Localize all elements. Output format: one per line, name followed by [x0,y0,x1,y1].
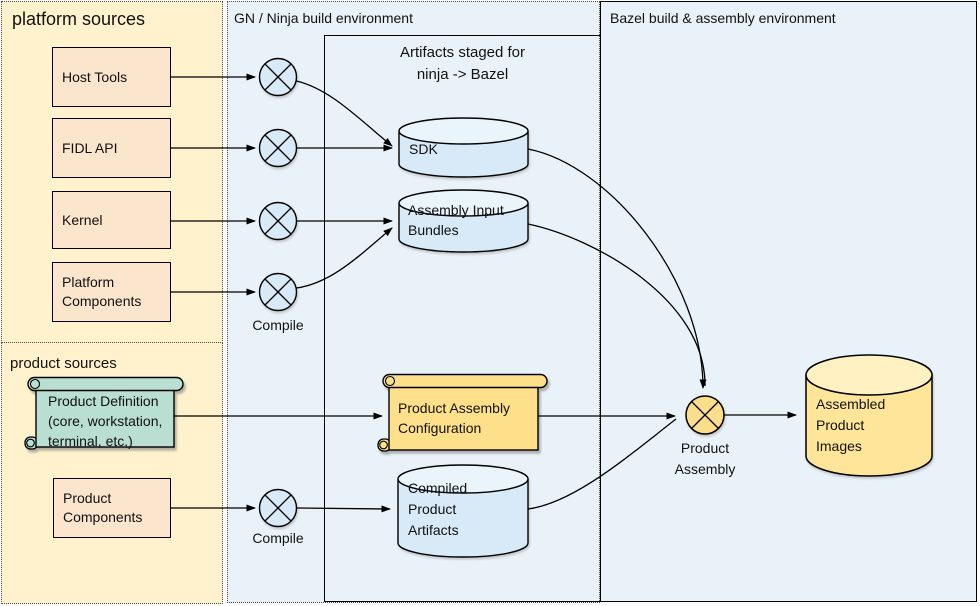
platform-components-box: Platform Components [52,262,171,322]
sdk-label: SDK [409,141,438,157]
product-definition-label: Product Definition (core, workstation, t… [48,393,163,449]
assembly-input-bundles-label: Assembly Input Bundles [408,202,504,238]
platform-sources-title: platform sources [12,9,146,29]
product-sources-title: product sources [10,355,117,372]
bazel-title: Bazel build & assembly environment [610,10,836,26]
bazel-panel [600,1,977,602]
product-components-box: Product Components [53,478,171,538]
staging-box-title: Artifacts staged for ninja -> Bazel [399,44,526,83]
host-tools-box: Host Tools [52,47,171,107]
product-assembly-label: Product Assembly [674,440,736,477]
product-sources-panel [1,342,223,604]
compiled-product-artifacts-label: Compiled Product Artifacts [408,480,468,538]
fidl-api-box: FIDL API [52,118,171,178]
compile-label-platform: Compile [252,317,304,333]
product-assembly-configuration-label: Product Assembly Configuration [398,400,511,436]
assembled-product-images-label: Assembled Product Images [816,396,886,454]
compile-label-product: Compile [252,530,304,546]
gn-ninja-title: GN / Ninja build environment [234,10,413,26]
kernel-box: Kernel [52,191,171,249]
